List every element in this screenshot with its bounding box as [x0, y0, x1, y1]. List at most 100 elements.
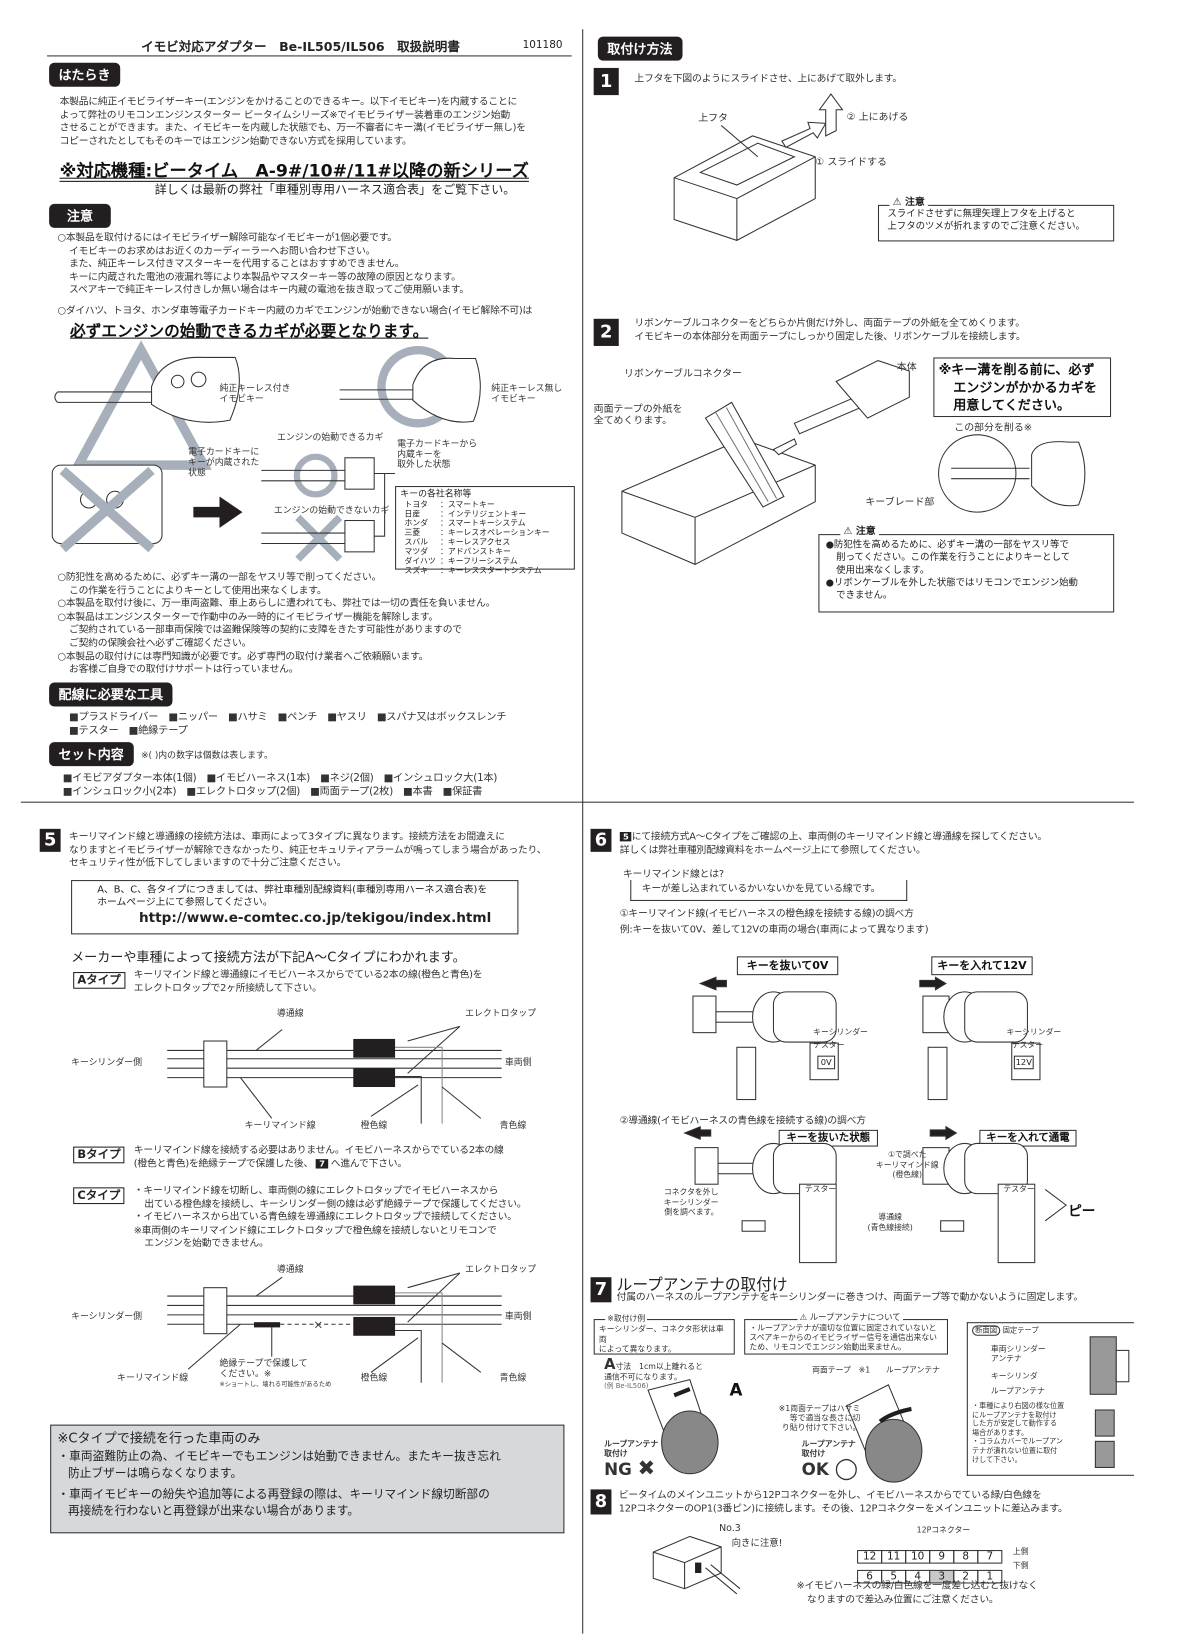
antenna-label: ループアンテナ: [885, 1365, 941, 1375]
cross-section-box: 断面図 固定テープ 車両シリンダーアンテナ キーシリンダ ループアンテナ ・車種…: [966, 1322, 1135, 1476]
text-line: スライドさせずに無理矢理上フタを上げると: [887, 209, 1076, 220]
label-line: ループアンテナ: [604, 1439, 659, 1449]
text-line: ・コラムカバーでループアン: [972, 1437, 1064, 1446]
set-item: イモビハーネス(1本): [215, 772, 311, 784]
ok-circle-icon: ◯: [834, 1454, 859, 1481]
bullet-square-icon: ■: [327, 711, 337, 724]
text-line: ○防犯性を高めるために、必ずキー溝の一部をヤスリ等で削ってください。: [57, 571, 382, 584]
tool-item: ハサミ: [237, 711, 268, 724]
antenna-install-diagrams: [647, 1379, 923, 1483]
key-system-name: ：スマートキーシステム: [440, 518, 526, 528]
text-line: スペアキーからのイモビライザー信号を通信出来ない: [749, 1332, 938, 1343]
text-line: にループアンテナを取付け: [972, 1410, 1057, 1419]
key-names-title: キーの各社名称等: [400, 489, 472, 500]
key-name-row: スズキ：キーレススタートシステム: [404, 565, 573, 574]
lid-removal-diagram: [673, 93, 844, 241]
lid-pointer: [720, 125, 759, 158]
bullet-square-icon: ■: [383, 772, 394, 784]
label-card-key: 電子カードキーにキーが内蔵された状態: [188, 447, 259, 478]
check1-title: ①キーリマインド線(イモビハーネスの橙色線を接続する線)の調べ方: [619, 908, 914, 920]
text-line: ・車両イモビキーの紛失や追加等による再登録の際は、キーリマインド線切断部の: [57, 1487, 490, 1501]
text-line: ○本製品を取付け後に、万一車両盗難、車上あらしに遭われても、弊社では一切の責任を…: [57, 598, 496, 610]
step-number-6: 6: [590, 828, 612, 852]
label-line: 車両シリンダー: [990, 1344, 1046, 1354]
pin-cell: 3: [929, 1569, 955, 1584]
horizontal-divider: [20, 801, 1135, 803]
text-line: この作業を行うことによりキーとして使用出来なくします。: [68, 584, 327, 597]
pin-cell: 7: [977, 1550, 1003, 1564]
tool-item: プラスドライバー: [78, 711, 159, 724]
tape-label: 両面テープの外紙を全てめくります。: [594, 403, 683, 426]
text-line: 場合があります。: [972, 1428, 1029, 1437]
insert-arrow-icon: [772, 438, 798, 456]
label-line: 取付け: [801, 1448, 826, 1459]
ok-label: OK: [801, 1459, 829, 1479]
ng-label: NG: [604, 1459, 632, 1479]
type-a-text: キーリマインド線と導通線にイモビハーネスからでている2本の線(橙色と青色)をエレ…: [134, 969, 483, 995]
vehicle-side-label: 車両側: [504, 1311, 532, 1323]
slide-label: ① スライドする: [815, 156, 887, 169]
key-system-name: ：キーレスオペレーションキー: [440, 527, 550, 538]
label-line: ①で調べた: [888, 1149, 927, 1160]
type-a-wiring-diagram: [167, 1025, 502, 1124]
text-line: A、B、C、各タイプにつきましては、弊社車種別配線資料(車種別専用ハーネス適合表…: [97, 884, 488, 896]
key-names-box: キーの各社名称等 トヨタ：スマートキー日産：インテリジェントキーホンダ：スマート…: [395, 486, 575, 575]
set-item: 本書: [412, 785, 433, 798]
step7-title: ループアンテナの取付け: [616, 1275, 788, 1294]
prepare-key-warning: ※キー溝を削る前に、必ず エンジンがかかるカギを 用意してください。: [933, 357, 1112, 418]
label-line: キーリマインド線: [875, 1159, 939, 1170]
label-line: 純正キーレス付き: [219, 383, 291, 395]
circle-mark-icon: [293, 453, 338, 498]
key-system-name: ：インテリジェントキー: [440, 509, 527, 519]
key-name-row: 三菱：キーレスオペレーションキー: [404, 528, 573, 537]
reference-box: A、B、C、各タイプにつきましては、弊社車種別配線資料(車種別専用ハーネス適合表…: [71, 880, 519, 935]
text-line: コピーされたとしてもそのキーではエンジン始動できない方式を採用しています。: [59, 135, 412, 148]
ctype-notice-box: ※Cタイプで接続を行った車両のみ ・車両盗難防止の為、イモビキーでもエンジンは始…: [50, 1424, 565, 1534]
label-line: 電子カードキーから: [397, 438, 478, 450]
section-badge-set: セット内容: [49, 742, 134, 767]
text-line: ○本製品を取付けるにはイモビライザー解除可能なイモビキーが1個必要です。: [57, 232, 397, 244]
tape-label: 両面テープ ※1: [812, 1365, 871, 1375]
text-line: イモビキーのお求めはお近くのカーディーラーへお問い合わせ下さい。: [68, 245, 376, 257]
text-line: キーに内蔵された電池の液漏れ等により本製品やマスターキー等の故障の原因となります…: [68, 271, 461, 284]
step-number-5: 5: [39, 828, 61, 852]
tester-label: テスター: [813, 1039, 845, 1050]
keyless-key-icon: [54, 356, 240, 423]
label-line: ください。※: [219, 1369, 272, 1380]
reference-url-link[interactable]: http://www.e-comtec.co.jp/tekigou/index.…: [139, 910, 492, 927]
orange-wire-label: 橙色線: [360, 1373, 388, 1384]
label-line: 両面テープの外紙を: [593, 403, 683, 415]
pin-cell: 10: [905, 1550, 931, 1564]
key-name-row: 日産：インテリジェントキー: [404, 509, 573, 518]
text-line: キーリマインド線と導通線にイモビハーネスからでている2本の線(橙色と青色)を: [133, 968, 483, 981]
ribbon-connector-label: リボンケーブルコネクター: [623, 367, 742, 380]
set-item: 両面テープ(2枚): [319, 785, 394, 798]
text-line: ・車種により右図の様な位置: [972, 1401, 1065, 1410]
conduct-wire-label: 導通線: [276, 1008, 304, 1020]
label-line: 絶縁テープで保護して: [219, 1358, 308, 1370]
set-item: インシュロック大(1本): [393, 772, 498, 784]
insulate-label: 絶縁テープで保護してください。※※ショートし、壊れる可能性があるため: [219, 1359, 331, 1390]
pin-cell: 8: [953, 1550, 979, 1564]
label-removed: 電子カードキーから内蔵キーを取外した状態: [397, 439, 477, 470]
key-name-row: スバル：キーレスアクセス: [404, 537, 573, 546]
text-line: 防止ブザーは鳴らなくなります。: [67, 1466, 243, 1481]
key-name-row: ダイハツ：キーフリーシステム: [404, 556, 573, 565]
bullet-square-icon: ■: [62, 785, 73, 798]
type-a-label: Aタイプ: [73, 972, 125, 989]
tester-label: テスター: [1003, 1184, 1035, 1194]
electro-tap: [353, 1285, 396, 1305]
dim-a-label: A: [604, 1356, 616, 1374]
connector-drawing: [652, 1535, 741, 1595]
arrow-right-icon: [193, 496, 243, 528]
text-line: した方が安定して動作する: [972, 1419, 1058, 1428]
text-line: ・キーリマインド線を切断し、車両側の線にエレクトロタップでイモビハーネスから: [133, 1185, 499, 1197]
label-line: コネクタを外し: [663, 1187, 719, 1197]
step2-caution-box: ⚠ 注意 ●防犯性を高めるために、必ずキー溝の一部をヤスリ等で 削ってください。…: [818, 525, 1115, 613]
label-line: ループアンテナ: [801, 1439, 856, 1449]
bullet-square-icon: ■: [186, 785, 196, 798]
section-badge: 断面図: [972, 1325, 1001, 1336]
tester-reading-12v: 12V: [1013, 1055, 1034, 1070]
set-item: ネジ(2個): [329, 772, 374, 784]
